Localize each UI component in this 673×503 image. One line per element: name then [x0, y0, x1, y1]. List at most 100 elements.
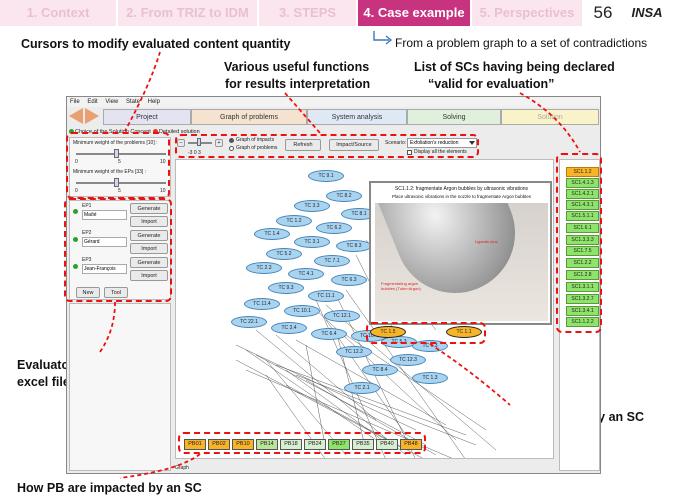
sc-item[interactable]: SC1.3.3.3: [566, 235, 599, 245]
step-solution[interactable]: Solution: [501, 109, 599, 125]
sc-item[interactable]: SC1.2.8: [566, 270, 599, 280]
menu-file[interactable]: File: [70, 99, 80, 105]
step-system-analysis[interactable]: System analysis: [307, 109, 407, 125]
back-arrow-icon[interactable]: [69, 108, 83, 124]
tc-node[interactable]: TC 1.4: [254, 228, 290, 240]
menu-edit[interactable]: Edit: [87, 99, 98, 105]
tab-case-example[interactable]: 4. Case example: [358, 0, 472, 26]
expert-name-field[interactable]: Jean-François: [82, 264, 127, 274]
radio-problems[interactable]: [229, 146, 234, 151]
tc-node[interactable]: TC 6.2: [316, 222, 352, 234]
sc-item[interactable]: SC1.4.1.3: [566, 178, 599, 188]
tc-node[interactable]: TC 7.1: [314, 255, 350, 267]
menu-help[interactable]: Help: [147, 99, 160, 105]
zoom-out-button[interactable]: −: [177, 139, 185, 147]
sc-item[interactable]: SC1.3.2.7: [566, 294, 599, 304]
tc-node[interactable]: TC 8.2: [326, 190, 362, 202]
step-solving[interactable]: Solving: [407, 109, 501, 125]
tc-node[interactable]: TC 22.1: [231, 316, 267, 328]
tc-highlighted[interactable]: TC 1.1: [446, 326, 482, 338]
sc-item[interactable]: SC1.4.3.1: [566, 200, 599, 210]
pb-item[interactable]: PB02: [208, 439, 230, 450]
tc-node[interactable]: TC 8.3: [336, 240, 372, 252]
tc-node[interactable]: TC 11.1: [308, 290, 344, 302]
import-button[interactable]: Import: [130, 243, 168, 254]
tab-triz-to-idm[interactable]: 2. From TRIZ to IDM: [118, 0, 259, 26]
tc-node[interactable]: TC 5.2: [266, 248, 302, 260]
tc-node[interactable]: TC 3.3: [294, 200, 330, 212]
generate-button[interactable]: Generate: [130, 203, 168, 214]
app-window: File Edit View State Help Project Graph …: [66, 96, 601, 474]
tc-node[interactable]: TC 10.1: [284, 305, 320, 317]
sc-item[interactable]: SC1.7.5: [566, 246, 599, 256]
sc-item[interactable]: SC1.5.1.1: [566, 211, 599, 221]
sc-item[interactable]: SC1.1.2.2: [566, 317, 599, 327]
tc-node[interactable]: TC 12.1: [324, 310, 360, 322]
pb-item[interactable]: PB35: [352, 439, 374, 450]
refresh-button[interactable]: Refresh: [285, 139, 321, 151]
expert-name-field[interactable]: Gérard: [82, 237, 127, 247]
forward-arrow-icon[interactable]: [85, 108, 99, 124]
pb-item[interactable]: PB10: [232, 439, 254, 450]
generate-button[interactable]: Generate: [130, 257, 168, 268]
slider1-thumb[interactable]: [114, 149, 119, 158]
pb-item[interactable]: PB40: [376, 439, 398, 450]
import-button[interactable]: Import: [130, 270, 168, 281]
panel-tab-detailed[interactable]: Detailed solution: [159, 129, 200, 135]
tc-highlighted[interactable]: TC 1.5: [370, 326, 406, 338]
import-button[interactable]: Import: [130, 216, 168, 227]
scenario-chevron-down-icon[interactable]: [469, 141, 475, 145]
sc-item[interactable]: SC1.2.2: [566, 258, 599, 268]
tab-context[interactable]: 1. Context: [0, 0, 118, 26]
sc-item[interactable]: SC1.6.1: [566, 223, 599, 233]
step-project[interactable]: Project: [103, 109, 191, 125]
tc-node[interactable]: TC 1.2: [276, 215, 312, 227]
tc-node[interactable]: TC 3.1: [294, 236, 330, 248]
tc-node[interactable]: TC 6.3: [331, 274, 367, 286]
sc-item-selected[interactable]: SC1.1.2: [566, 167, 599, 177]
pb-item[interactable]: PB01: [184, 439, 206, 450]
tc-node[interactable]: TC 8.4: [362, 364, 398, 376]
graph-status-tab[interactable]: Graph: [175, 465, 189, 471]
sc-item[interactable]: SC1.3.1.1: [566, 282, 599, 292]
radio-impacts[interactable]: [229, 138, 234, 143]
sc-item[interactable]: SC1.4.2.1: [566, 189, 599, 199]
expert-name-field[interactable]: Maïté: [82, 210, 127, 220]
scenario-select[interactable]: Exfoliation's reduction: [407, 138, 477, 148]
pb-item[interactable]: PB48: [400, 439, 422, 450]
sc-item[interactable]: SC1.3.4.1: [566, 306, 599, 316]
new-button[interactable]: New: [76, 287, 100, 298]
tool-button[interactable]: Tool: [104, 287, 128, 298]
tc-node[interactable]: TC 8.1: [341, 208, 377, 220]
tc-node[interactable]: TC 6.4: [311, 328, 347, 340]
menu-state[interactable]: State: [125, 99, 140, 105]
tc-node[interactable]: TC 12.3: [390, 354, 426, 366]
tc-node[interactable]: TC 9.3: [268, 282, 304, 294]
tc-node[interactable]: TC 1.3: [412, 372, 448, 384]
annotation-list-1: List of SCs having being declared: [414, 60, 615, 74]
display-all-label: Display all the elements: [414, 149, 467, 155]
impact-source-button[interactable]: Impact/Source: [329, 139, 379, 151]
pb-item[interactable]: PB24: [304, 439, 326, 450]
tc-node[interactable]: TC 11.4: [244, 298, 280, 310]
zoom-slider-thumb[interactable]: [197, 138, 201, 146]
pb-item[interactable]: PB18: [280, 439, 302, 450]
tc-node[interactable]: TC 3.4: [271, 322, 307, 334]
slider2-thumb[interactable]: [114, 178, 119, 187]
slider2-track[interactable]: [76, 182, 166, 184]
menu-view[interactable]: View: [105, 99, 119, 105]
tc-node[interactable]: TC 4.1: [288, 268, 324, 280]
zoom-in-button[interactable]: +: [215, 139, 223, 147]
generate-button[interactable]: Generate: [130, 230, 168, 241]
pb-item[interactable]: PB27: [328, 439, 350, 450]
step-graph-of-problems[interactable]: Graph of problems: [191, 109, 307, 125]
tc-node[interactable]: TC 12.2: [336, 346, 372, 358]
tc-node[interactable]: TC 2.3: [246, 262, 282, 274]
pb-item[interactable]: PB14: [256, 439, 278, 450]
tab-steps[interactable]: 3. STEPS: [259, 0, 358, 26]
display-all-checkbox[interactable]: [407, 150, 412, 155]
tc-node[interactable]: TC 9.1: [308, 170, 344, 182]
tab-perspectives[interactable]: 5. Perspectives: [472, 0, 584, 26]
slider1-track[interactable]: [76, 153, 166, 155]
tc-node[interactable]: TC 2.1: [344, 382, 380, 394]
